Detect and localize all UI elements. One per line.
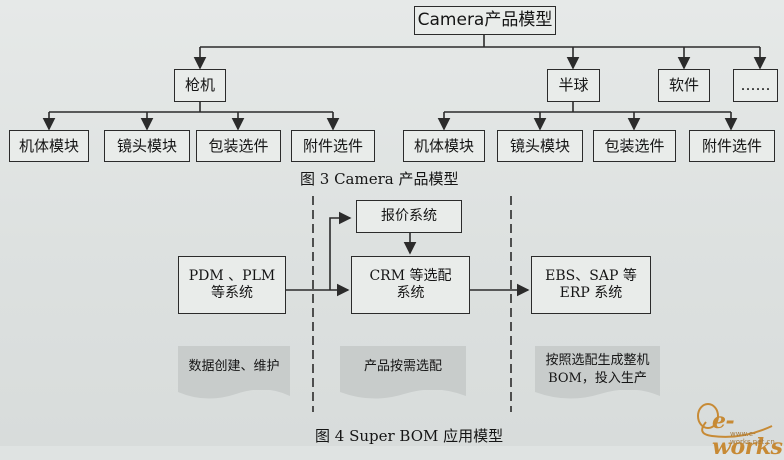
branch-box-banqiu: 半球 [547, 69, 600, 102]
pdm-label-line1: PDM 、PLM [188, 267, 276, 284]
doc-left-wave [178, 388, 290, 399]
pdm-label-line2: 等系统 [211, 285, 253, 301]
branch-label: 软件 [668, 76, 699, 95]
module-label: 镜头模块 [509, 136, 570, 155]
doc-mid-label: 产品按需选配 [363, 359, 442, 374]
module-label: 镜头模块 [116, 136, 177, 155]
module-label: 附件选件 [701, 136, 762, 155]
erp-box: EBS、SAP 等 ERP 系统 [531, 256, 651, 314]
branch-box-more: …… [733, 69, 778, 102]
module-label: 包装选件 [604, 136, 665, 155]
doc-generate-bom: 按照选配生成整机 BOM，投入生产 [535, 346, 660, 390]
branch-label: 枪机 [184, 76, 215, 95]
module-box-right-4: 附件选件 [689, 130, 775, 162]
module-box-right-2: 镜头模块 [497, 130, 583, 162]
figure-3-caption: 图 3 Camera 产品模型 [300, 170, 459, 188]
quote-label: 报价系统 [381, 207, 437, 224]
module-label: 附件选件 [302, 136, 363, 155]
branch-label: …… [740, 76, 771, 95]
crm-label-line2: 系统 [396, 285, 425, 301]
arrow-pdm-to-quote [329, 211, 352, 290]
doc-data-create: 数据创建、维护 [178, 346, 290, 390]
root-box-camera-model: Camera产品模型 [414, 6, 556, 35]
module-box-right-1: 机体模块 [403, 130, 485, 162]
branch-label: 半球 [558, 76, 589, 95]
crm-box: CRM 等选配 系统 [351, 256, 470, 314]
erp-label-line2: ERP 系统 [559, 285, 623, 301]
doc-right-line1: 按照选配生成整机 [545, 353, 650, 369]
doc-on-demand: 产品按需选配 [340, 346, 466, 390]
e-works-logo-icon [697, 403, 773, 438]
connector-lines [42, 35, 767, 412]
module-label: 包装选件 [208, 136, 269, 155]
module-label: 机体模块 [413, 136, 474, 155]
module-box-right-3: 包装选件 [593, 130, 676, 162]
branch-box-ruanjian: 软件 [658, 69, 710, 102]
quote-system-box: 报价系统 [356, 200, 462, 233]
branch-box-qiangji: 枪机 [174, 69, 226, 102]
module-label: 机体模块 [18, 136, 79, 155]
doc-left-label: 数据创建、维护 [188, 359, 280, 374]
module-box-left-2: 镜头模块 [104, 130, 190, 162]
doc-mid-wave [340, 388, 466, 399]
crm-label-line1: CRM 等选配 [369, 267, 452, 284]
figure-4-caption: 图 4 Super BOM 应用模型 [315, 427, 504, 445]
watermark-tagline: www.e-works.net.cn [730, 430, 775, 446]
root-label: Camera产品模型 [417, 9, 553, 30]
module-box-left-1: 机体模块 [9, 130, 89, 162]
erp-label-line1: EBS、SAP 等 [545, 267, 637, 284]
pdm-plm-box: PDM 、PLM 等系统 [178, 256, 286, 314]
doc-right-wave [535, 388, 660, 399]
doc-right-line2: BOM，投入生产 [548, 371, 647, 386]
module-box-left-3: 包装选件 [196, 130, 281, 162]
module-box-left-4: 附件选件 [291, 130, 375, 162]
